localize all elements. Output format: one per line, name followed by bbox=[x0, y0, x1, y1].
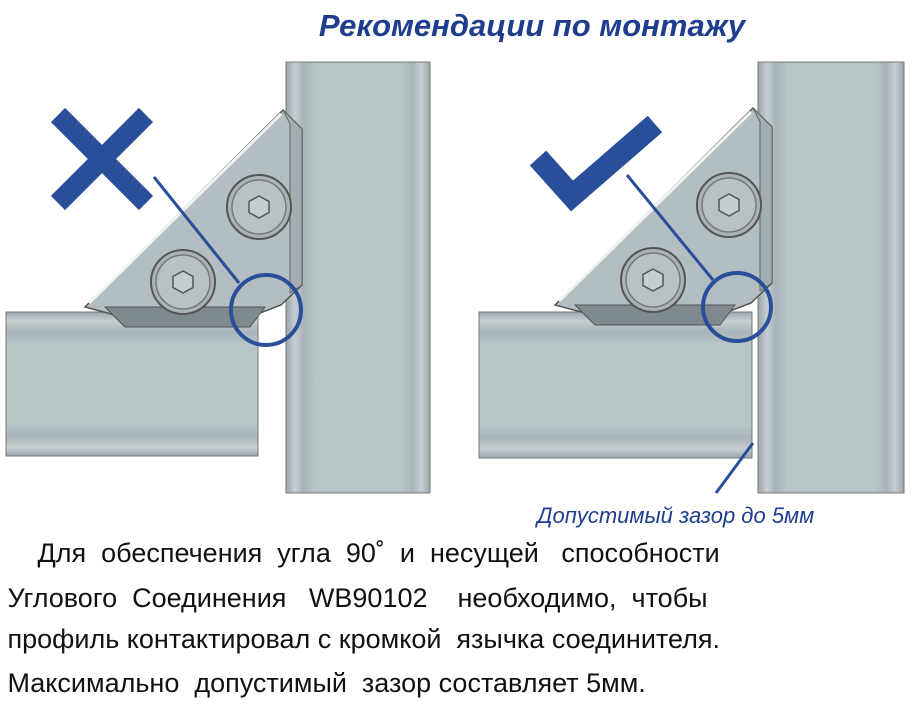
pointer-line bbox=[625, 174, 715, 281]
gap-caption: Допустимый зазор до 5мм bbox=[537, 503, 815, 528]
body-line-4: Максимально допустимый зазор составляет … bbox=[0, 668, 646, 698]
corner-bracket bbox=[555, 108, 772, 325]
diagram-incorrect bbox=[5, 61, 431, 494]
body-line-2: Углового Соединения WB90102 необходимо, … bbox=[0, 583, 708, 613]
diagram-correct bbox=[478, 61, 905, 494]
body-line-1: Для обеспечения угла 90˚ и несущей спосо… bbox=[0, 538, 720, 568]
horizontal-profile bbox=[478, 311, 753, 459]
cross-icon bbox=[50, 107, 154, 211]
body-line-3: профиль контактировал с кромкой язычка с… bbox=[0, 624, 720, 654]
horizontal-profile bbox=[5, 311, 259, 457]
page-title: Рекомендации по монтажу bbox=[318, 8, 746, 43]
check-icon bbox=[529, 115, 663, 212]
vertical-profile bbox=[285, 61, 431, 494]
gap-pointer-line bbox=[714, 442, 755, 494]
pointer-line bbox=[152, 176, 241, 284]
highlight-circle bbox=[701, 271, 773, 343]
highlight-circle bbox=[229, 273, 303, 347]
vertical-profile bbox=[757, 61, 905, 494]
